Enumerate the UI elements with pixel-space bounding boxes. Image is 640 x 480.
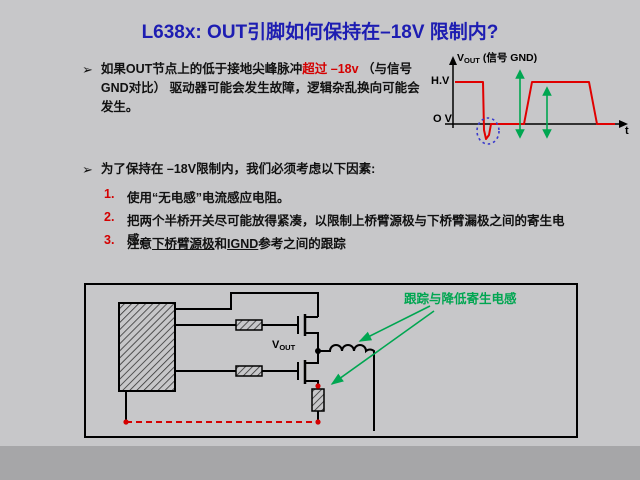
bullet-arrow-icon: ➢ xyxy=(82,62,93,77)
circuit-diagram-box: 跟踪与降低寄生电感 VOUT xyxy=(84,283,578,438)
trace-junction-dot xyxy=(315,383,321,389)
factor-text-pre: 注意 xyxy=(127,237,153,251)
trace-junction-dot xyxy=(315,419,321,425)
vout-node-dot xyxy=(315,348,321,354)
sense-resistor xyxy=(311,388,325,412)
factor-text: 注意下桥臂源极和IGND参考之间的跟踪 xyxy=(127,233,346,252)
factor-text: 使用“无电感”电流感应电阻。 xyxy=(127,191,290,205)
factor-text-underline-2: IGND xyxy=(227,237,259,251)
v-axis-arrow-icon xyxy=(449,56,457,65)
half-bridge-schematic xyxy=(118,292,435,431)
factor-text-mid: 和 xyxy=(214,237,228,251)
waveform-panel: VOUT(信号 GND) H.V O V t xyxy=(428,52,638,157)
bullet-arrow-icon: ➢ xyxy=(82,162,93,177)
annotation-arrow-inductor xyxy=(358,305,431,342)
gate-resistor-low xyxy=(235,365,263,377)
circuit-wires xyxy=(125,292,375,431)
signal-gnd-label: (信号 GND) xyxy=(482,52,538,64)
vout-axis-label: VOUT(信号 GND) xyxy=(457,50,537,65)
t-axis-arrow-icon xyxy=(619,120,628,128)
vout-label-v: V xyxy=(457,52,465,64)
factor-item-2: 2. 把两个半桥开关尽可能放得紧凑，以限制上桥臂源极与下桥臂漏极之间的寄生电感。 xyxy=(104,210,576,248)
bullet-text-pre: 如果OUT节点上的低于接地尖峰脉冲 xyxy=(100,62,303,76)
factor-number: 3. xyxy=(104,233,115,247)
factor-text-post: 参考之间的跟踪 xyxy=(258,237,346,251)
gate-resistor-high xyxy=(235,319,263,331)
hv-level-label: H.V xyxy=(431,75,450,87)
factor-item-1: 1. 使用“无电感”电流感应电阻。 xyxy=(104,187,290,206)
factor-number: 1. xyxy=(104,187,115,201)
bullet-text-post: （与信号GND对比） 驱动器可能会发生故障，逻辑杂乱换向可能会发生。 xyxy=(100,62,420,114)
bullet-text: 如果OUT节点上的低于接地尖峰脉冲超过 –18v （与信号GND对比） 驱动器可… xyxy=(101,60,430,116)
factor-text-underline-1: 下桥臂源极 xyxy=(152,237,215,251)
spike-highlight-ellipse xyxy=(476,117,500,145)
vout-trace xyxy=(455,81,615,140)
driver-ic-block xyxy=(118,302,176,392)
bullet-factors-intro: ➢ 为了保持在 –18V限制内，我们必须考虑以下因素: xyxy=(82,160,572,180)
bullet-text-highlight: 超过 –18v xyxy=(302,62,359,76)
time-axis-label: t xyxy=(625,125,629,137)
slide-title: L638x: OUT引脚如何保持在–18V 限制内? xyxy=(141,22,499,43)
vout-label-sub: OUT xyxy=(279,343,296,352)
green-measure-arrows xyxy=(515,69,552,139)
annotation-arrow-sense xyxy=(330,310,435,385)
bullet-text: 为了保持在 –18V限制内，我们必须考虑以下因素: xyxy=(100,162,376,176)
bullet-out-spike: ➢ 如果OUT节点上的低于接地尖峰脉冲超过 –18v （与信号GND对比） 驱动… xyxy=(82,60,430,116)
vout-label-sub: OUT xyxy=(464,56,480,65)
trace-junction-dot xyxy=(123,419,129,425)
circuit-vout-label: VOUT xyxy=(272,339,295,352)
waveform-plot xyxy=(445,56,628,145)
factor-item-3: 3. 注意下桥臂源极和IGND参考之间的跟踪 xyxy=(104,233,346,252)
factor-number: 2. xyxy=(104,210,115,224)
letterbox-band xyxy=(0,446,640,480)
zero-level-label: O V xyxy=(433,113,452,125)
circuit-annotation: 跟踪与降低寄生电感 xyxy=(404,292,517,306)
vout-label-v: V xyxy=(272,339,280,351)
factor-text: 把两个半桥开关尽可能放得紧凑，以限制上桥臂源极与下桥臂漏极之间的寄生电感。 xyxy=(127,214,565,247)
